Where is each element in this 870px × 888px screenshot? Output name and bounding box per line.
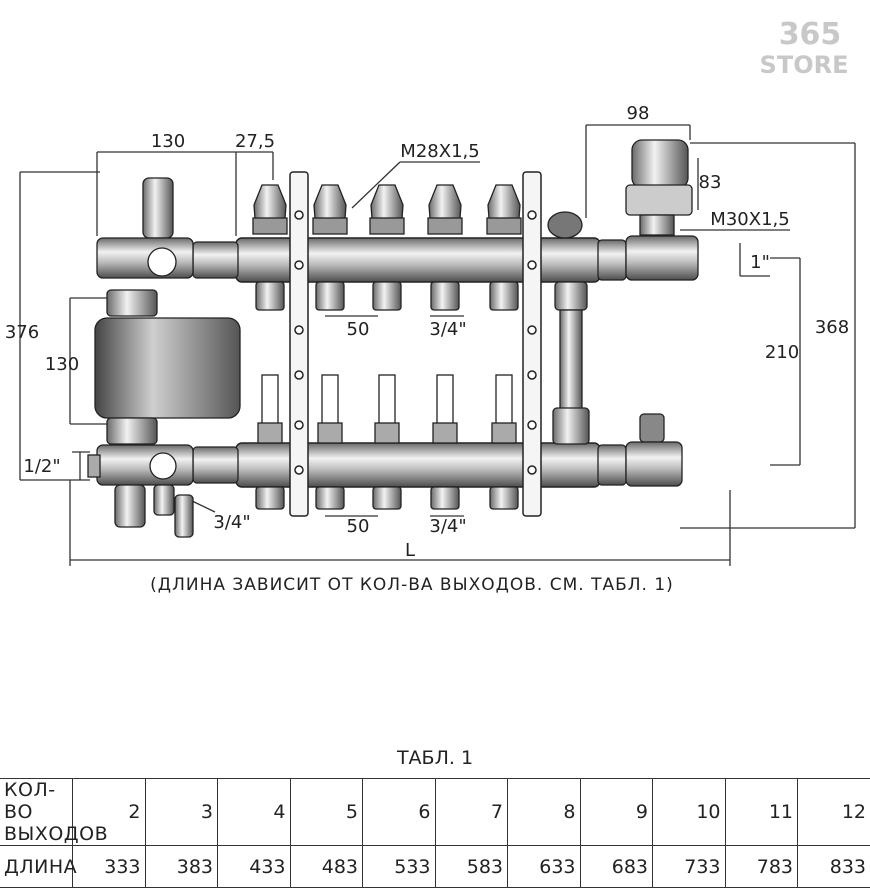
length-cell: 583 bbox=[435, 846, 508, 888]
outlet-count-cell: 10 bbox=[653, 779, 726, 846]
dim-98: 98 bbox=[627, 103, 650, 124]
dim-pitch-top-50: 50 bbox=[347, 319, 370, 340]
outlet-count-cell: 12 bbox=[798, 779, 870, 846]
logo-text: STORE bbox=[760, 51, 849, 79]
length-cell: 633 bbox=[508, 846, 581, 888]
return-valve bbox=[626, 414, 682, 486]
outlet-count-cell: 5 bbox=[290, 779, 363, 846]
dim-368: 368 bbox=[815, 317, 849, 338]
supply-manifold bbox=[193, 238, 626, 282]
row-label-length: ДЛИНА bbox=[0, 846, 73, 888]
length-caption: (ДЛИНА ЗАВИСИТ ОТ КОЛ-ВА ВЫХОДОВ. СМ. ТА… bbox=[150, 575, 674, 595]
dim-drain-3-4: 3/4" bbox=[213, 512, 250, 533]
dim-27-5: 27,5 bbox=[235, 131, 275, 152]
row-label-outlets: КОЛ-ВО ВЫХОДОВ bbox=[0, 779, 73, 846]
outlet-count-cell: 7 bbox=[435, 779, 508, 846]
dim-outlet-bottom-3-4: 3/4" bbox=[429, 516, 466, 537]
length-cell: 383 bbox=[145, 846, 218, 888]
table-title: ТАБЛ. 1 bbox=[0, 737, 870, 779]
dim-pitch-bottom-50: 50 bbox=[347, 516, 370, 537]
dim-thread-m30: M30X1,5 bbox=[710, 209, 789, 230]
outlet-count-cell: 11 bbox=[725, 779, 798, 846]
outlet-count-cell: 6 bbox=[363, 779, 436, 846]
outlet-count-cell: 4 bbox=[218, 779, 291, 846]
length-cell: 783 bbox=[725, 846, 798, 888]
manifold-drawing: 365 STORE bbox=[0, 0, 870, 720]
dim-83: 83 bbox=[699, 172, 722, 193]
logo-number: 365 bbox=[779, 17, 842, 52]
length-cell: 483 bbox=[290, 846, 363, 888]
length-cell: 833 bbox=[798, 846, 870, 888]
dim-half-inch: 1/2" bbox=[23, 456, 60, 477]
thermostatic-head bbox=[626, 140, 698, 280]
outlet-count-cell: 9 bbox=[580, 779, 653, 846]
dim-outlet-top-3-4: 3/4" bbox=[429, 319, 466, 340]
dim-210: 210 bbox=[765, 342, 799, 363]
dim-376: 376 bbox=[5, 322, 39, 343]
table-title-row: ТАБЛ. 1 bbox=[0, 737, 870, 779]
length-cell: 333 bbox=[73, 846, 146, 888]
outlet-count-cell: 3 bbox=[145, 779, 218, 846]
outlet-count-cell: 8 bbox=[508, 779, 581, 846]
dim-thread-m28: M28X1,5 bbox=[400, 141, 479, 162]
dim-left-130: 130 bbox=[45, 354, 79, 375]
length-cell: 683 bbox=[580, 846, 653, 888]
length-cell: 433 bbox=[218, 846, 291, 888]
length-cell: 733 bbox=[653, 846, 726, 888]
dim-top-130: 130 bbox=[151, 131, 185, 152]
store-logo: 365 STORE bbox=[760, 17, 849, 79]
return-manifold bbox=[193, 443, 626, 487]
length-cell: 533 bbox=[363, 846, 436, 888]
dim-length-L: L bbox=[405, 540, 415, 561]
dim-1-inch: 1" bbox=[750, 252, 770, 273]
bypass-pipe bbox=[553, 282, 589, 444]
